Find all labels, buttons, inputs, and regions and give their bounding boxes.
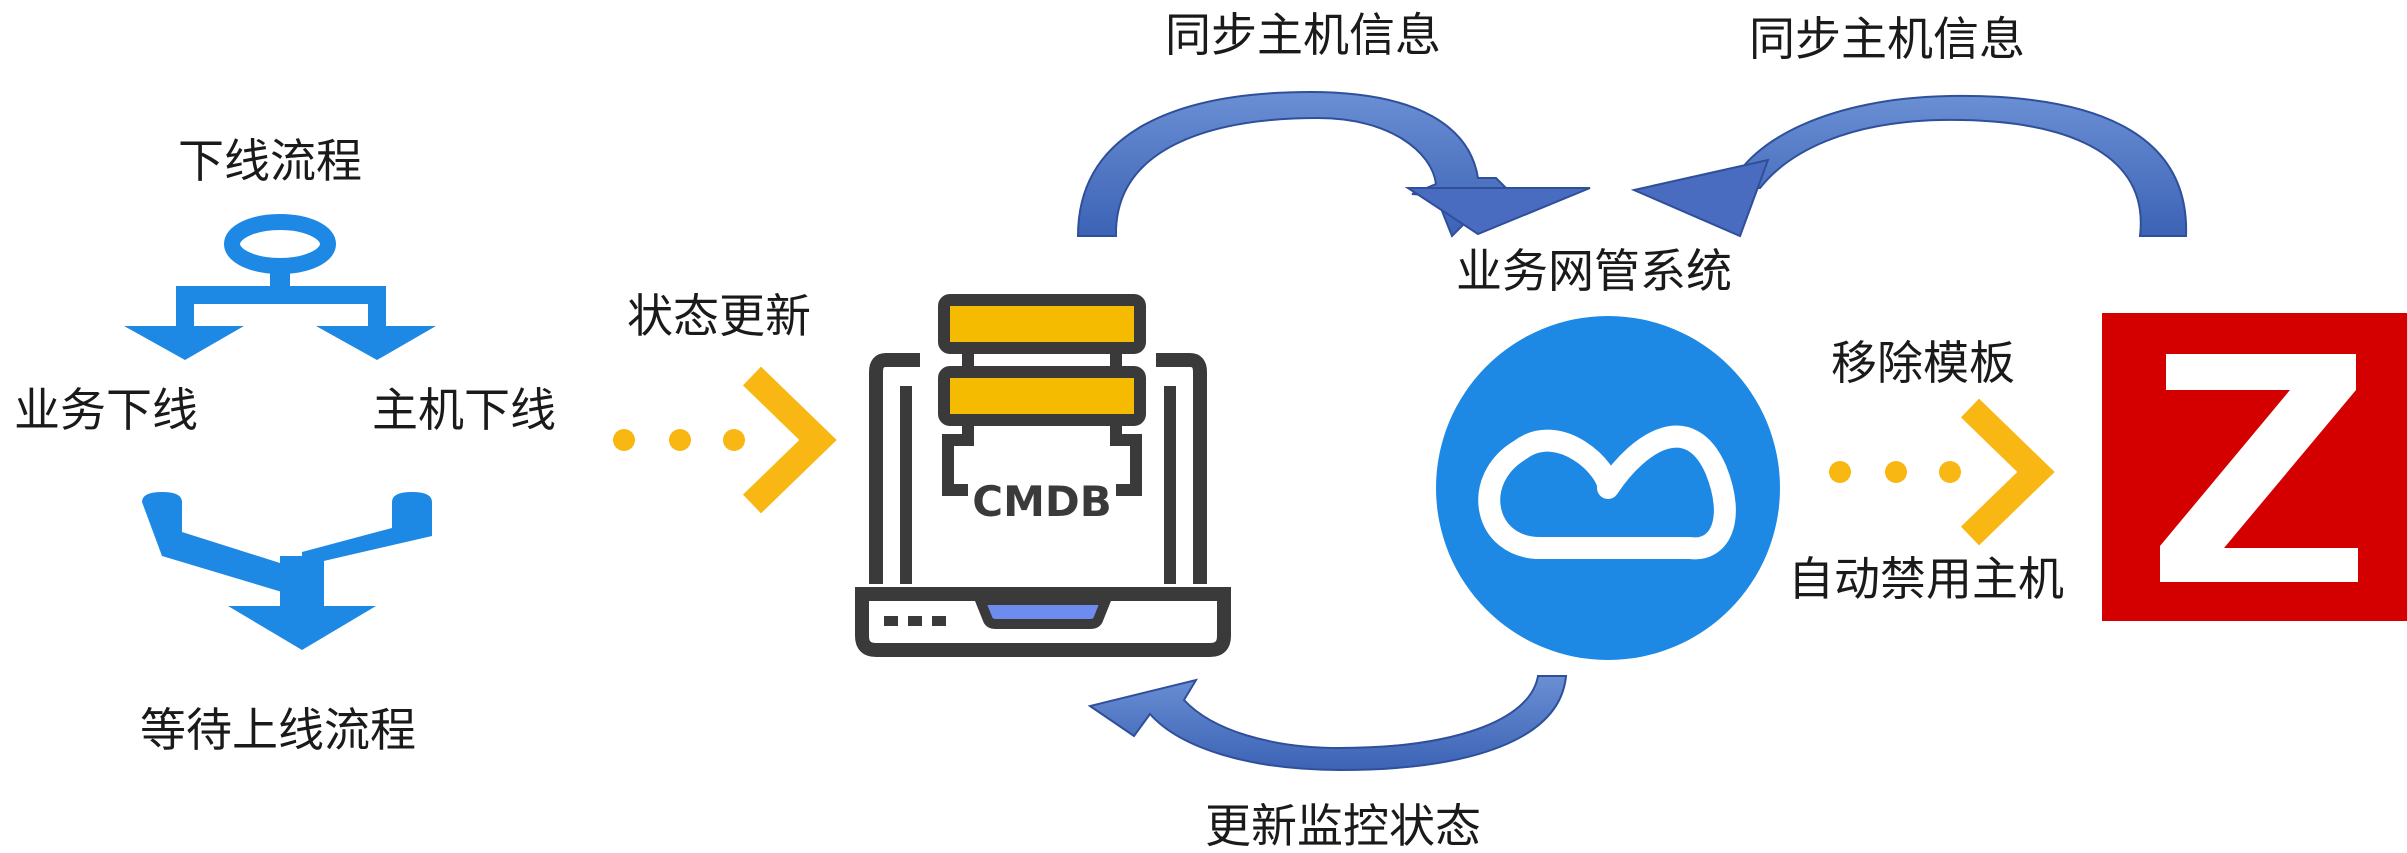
left-flow-title: 下线流程: [178, 134, 362, 188]
sync-host-info-right-label: 同步主机信息: [1749, 12, 2025, 66]
business-system-icon: [1436, 316, 1780, 660]
left-flow-result: 等待上线流程: [140, 703, 416, 757]
status-update-label: 状态更新: [627, 289, 811, 343]
merge-flow-icon: [142, 492, 432, 650]
status-update-arrow: [613, 366, 837, 514]
cmdb-text: CMDB: [972, 477, 1112, 526]
remove-template-arrow: [1829, 398, 2055, 546]
cmdb-icon: CMDB: [855, 294, 1231, 657]
left-flow-branch-right: 主机下线: [372, 383, 556, 437]
sync-arc-left: [1076, 90, 1591, 238]
sync-host-info-left-label: 同步主机信息: [1165, 8, 1441, 62]
zabbix-logo: [2102, 313, 2407, 621]
update-status-arc: [1087, 675, 1568, 772]
left-flow-branch-left: 业务下线: [14, 383, 198, 437]
remove-template-label: 移除模板: [1831, 336, 2015, 390]
update-monitor-status-label: 更新监控状态: [1205, 799, 1481, 853]
sync-arc-right: [1630, 94, 2188, 238]
business-system-label: 业务网管系统: [1456, 244, 1732, 298]
auto-disable-label: 自动禁用主机: [1788, 552, 2064, 606]
split-flow-icon: [124, 214, 436, 360]
